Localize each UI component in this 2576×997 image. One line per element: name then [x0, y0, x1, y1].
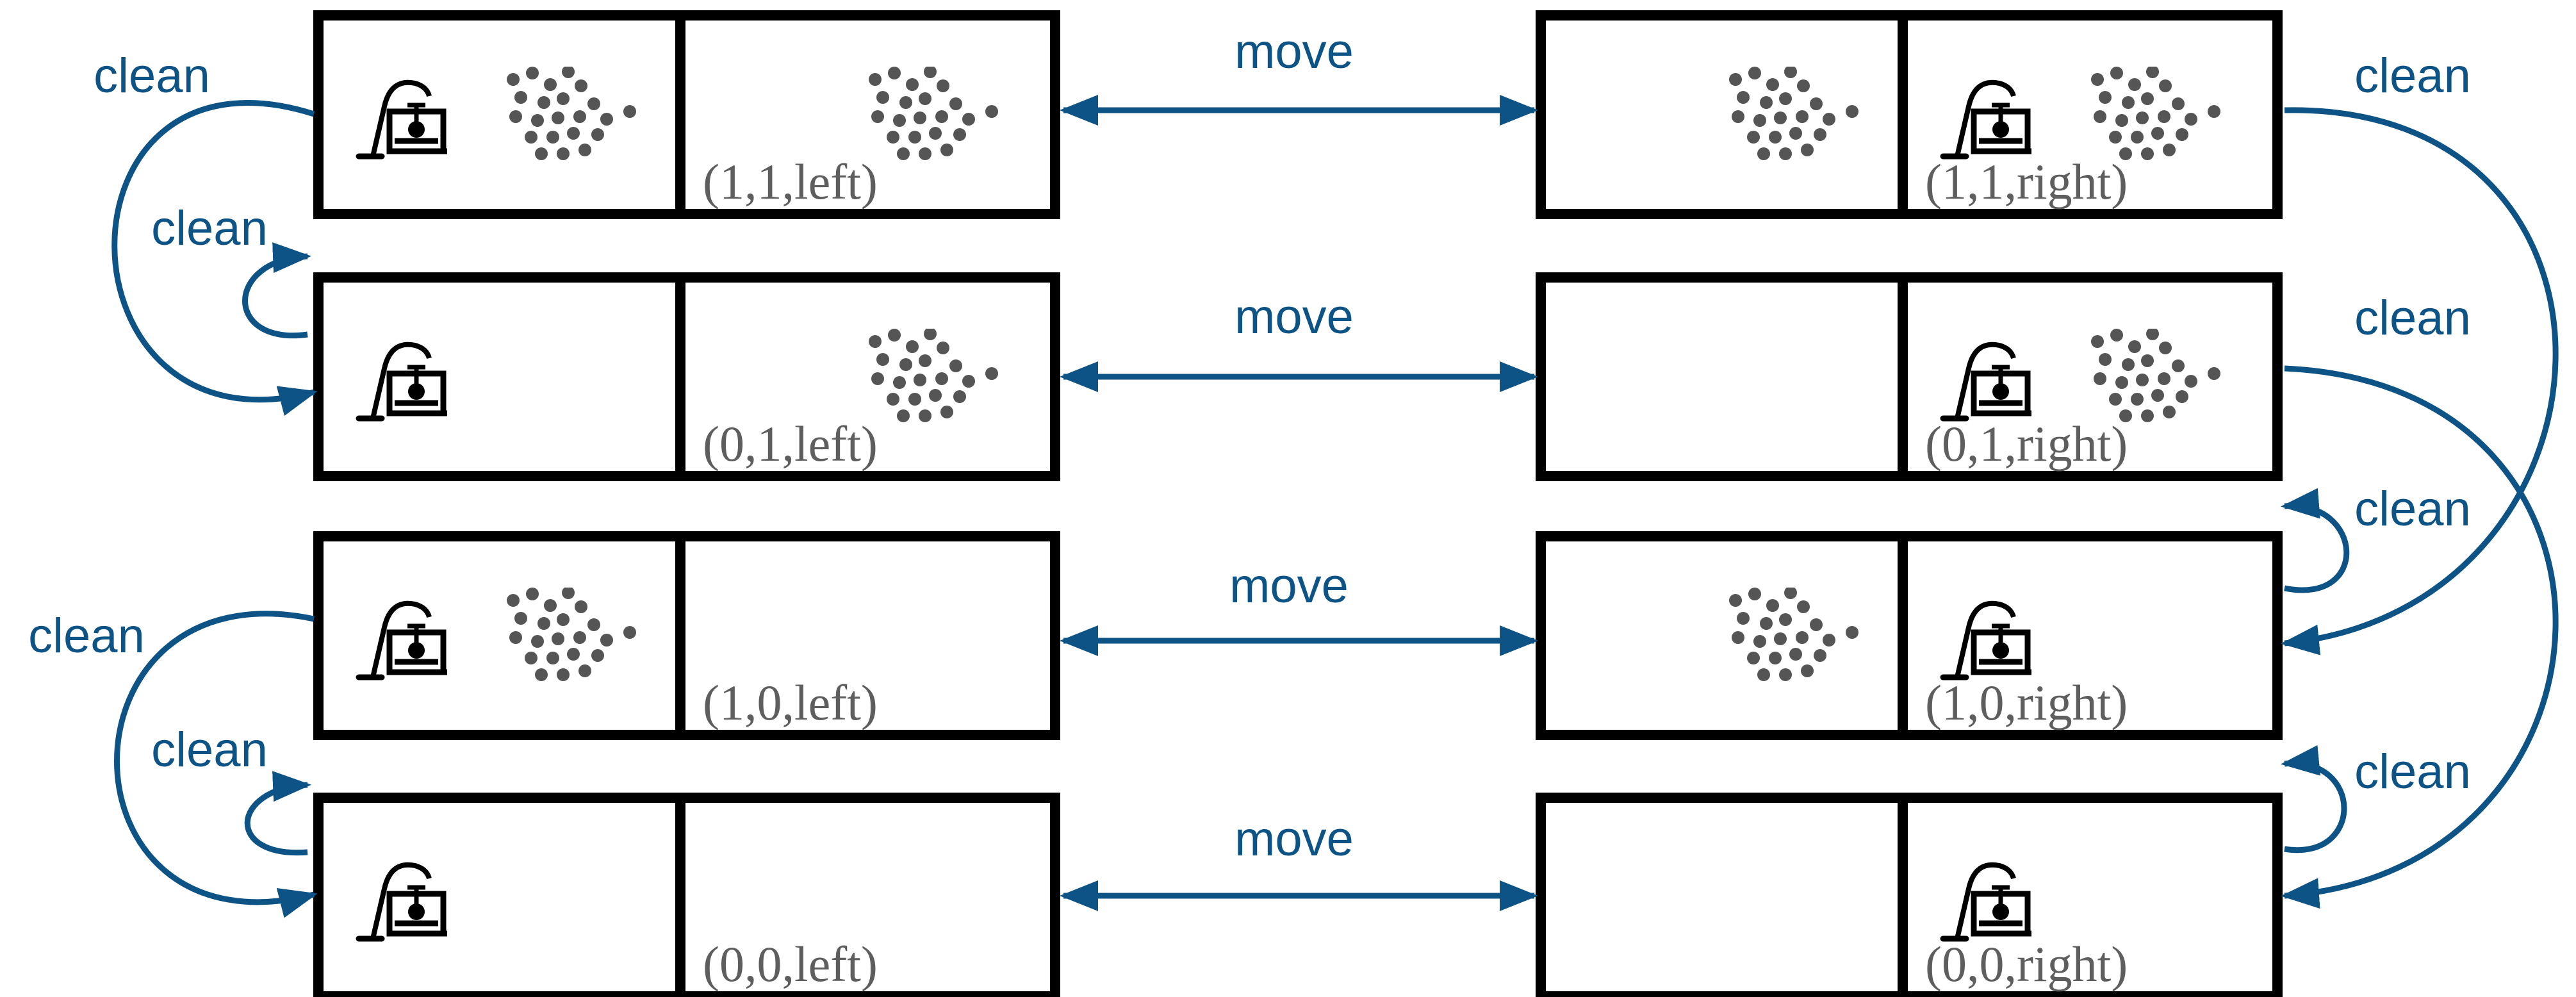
states-layer: (1,1,left) (0,1,left) (1,0,left) (0,0,left)… [313, 10, 2283, 997]
clean-arrow [114, 611, 318, 918]
state-s00L: (0,0,left) [313, 793, 1060, 997]
clean-arrow [242, 242, 311, 339]
state-s11L: (1,1,left) [313, 10, 1060, 219]
state-label: (0,1,right) [1925, 416, 2128, 472]
clean-arrow [2281, 488, 2350, 593]
clean-label: clean [151, 723, 268, 777]
state-s00R: (0,0,right) [1536, 793, 2283, 997]
state-box [1536, 10, 2283, 219]
clean-label: clean [2354, 49, 2471, 103]
state-label: (1,1,right) [1925, 154, 2128, 210]
state-s11R: (1,1,right) [1536, 10, 2283, 219]
clean-label: clean [151, 201, 268, 256]
state-label: (0,0,right) [1925, 936, 2128, 992]
state-s10R: (1,0,right) [1536, 531, 2283, 740]
clean-arrow [2281, 107, 2559, 655]
state-box [1536, 793, 2283, 997]
state-label: (1,0,right) [1925, 675, 2128, 730]
state-box [1536, 272, 2283, 481]
clean-arrow [2281, 745, 2347, 853]
move-label: move [1235, 812, 1354, 866]
state-box [313, 531, 1060, 740]
labels-layer: move move move move clean clean clean clean clea… [28, 24, 2471, 866]
clean-label: clean [28, 609, 145, 663]
move-label: move [1235, 290, 1354, 344]
transitions-layer [111, 95, 2559, 918]
state-label: (0,1,left) [703, 416, 878, 472]
state-s10L: (1,0,left) [313, 531, 1060, 740]
state-box [1536, 531, 2283, 740]
clean-label: clean [2354, 291, 2471, 345]
clean-arrow [111, 100, 318, 416]
state-label: (0,0,left) [703, 936, 878, 992]
clean-arrow [2281, 365, 2559, 909]
move-label: move [1235, 24, 1354, 79]
state-label: (1,1,left) [703, 154, 878, 210]
state-label: (1,0,left) [703, 675, 878, 730]
clean-label: clean [2354, 482, 2471, 536]
clean-label: clean [2354, 745, 2471, 799]
move-label: move [1229, 559, 1349, 613]
state-s01R: (0,1,right) [1536, 272, 2283, 481]
clean-arrow [244, 771, 311, 856]
clean-label: clean [94, 49, 210, 103]
state-s01L: (0,1,left) [313, 272, 1060, 481]
